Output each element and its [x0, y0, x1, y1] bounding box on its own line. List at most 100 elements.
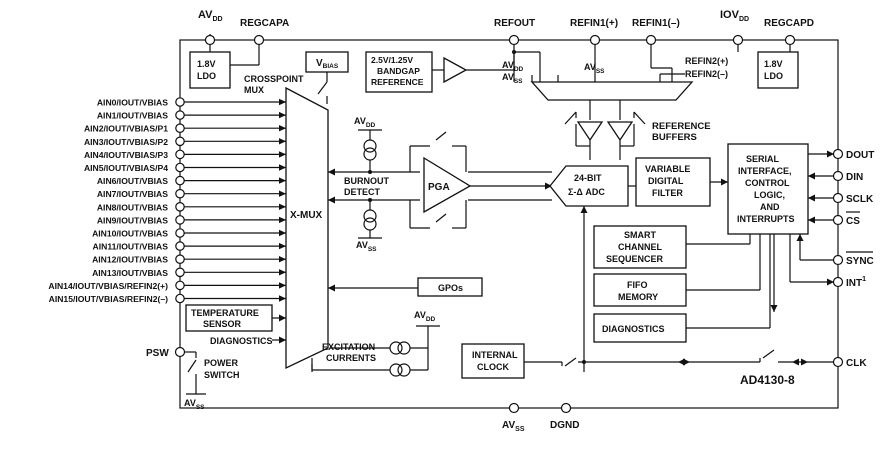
svg-text:DIAGNOSTICS: DIAGNOSTICS [602, 324, 665, 334]
svg-text:TEMPERATURE: TEMPERATURE [191, 308, 259, 318]
svg-text:AVSS: AVSS [184, 398, 205, 411]
ldo-left: 1.8V LDO [189, 51, 260, 89]
svg-text:AVSS: AVSS [584, 62, 605, 75]
ain-label: AIN2/IOUT/VBIAS/P1 [84, 124, 168, 134]
svg-text:BURNOUT: BURNOUT [344, 176, 389, 186]
ain-pin [175, 97, 185, 107]
ain-input-10: AIN10/IOUT/VBIAS [92, 228, 286, 239]
pga: PGA [409, 131, 472, 229]
ain-input-1: AIN1/IOUT/VBIAS [97, 110, 286, 121]
diagnostics-block: DIAGNOSTICS [593, 234, 771, 343]
svg-text:FIFO: FIFO [627, 280, 648, 290]
iovdd-pin: IOVDD [720, 9, 749, 52]
svg-text:CROSSPOINT: CROSSPOINT [244, 74, 304, 84]
svg-text:LOGIC,: LOGIC, [754, 190, 785, 200]
svg-text:AVSS: AVSS [356, 240, 377, 253]
svg-text:AVSS: AVSS [502, 72, 523, 85]
svg-text:MUX: MUX [244, 85, 264, 95]
ain-pin [175, 228, 185, 238]
ain-pin [175, 188, 185, 199]
svg-text:SENSOR: SENSOR [203, 319, 242, 329]
ain-pin [175, 136, 185, 147]
svg-text:DIGITAL: DIGITAL [648, 176, 684, 186]
ain-pin [175, 254, 185, 265]
excitation-currents: EXCITATION CURRENTS AVDD [311, 310, 440, 377]
din-pin: DIN [808, 170, 863, 183]
ain-arrow-icon [279, 98, 286, 106]
avdd-top-pin: AVDD [198, 9, 223, 52]
svg-text:AVDD: AVDD [354, 116, 376, 129]
svg-text:1.8V: 1.8V [197, 59, 216, 69]
ain-arrow-icon [279, 229, 286, 237]
variable-digital-filter: VARIABLE DIGITAL FILTER [635, 157, 728, 207]
reference-buffer-amp [432, 50, 516, 84]
xmux: X-MUX [285, 86, 329, 370]
ain-pin [175, 162, 185, 173]
svg-text:REFIN1(–): REFIN1(–) [632, 18, 680, 29]
ain-label: AIN8/IOUT/VBIAS [97, 202, 168, 212]
svg-text:REGCAPA: REGCAPA [240, 18, 289, 29]
ain-pin [175, 202, 185, 212]
svg-text:INTERNAL: INTERNAL [472, 350, 518, 360]
svg-text:CONTROL: CONTROL [745, 178, 790, 188]
ain-arrow-icon [279, 111, 286, 119]
ain-pin [175, 293, 185, 304]
svg-text:CHANNEL: CHANNEL [618, 242, 663, 252]
svg-text:REFIN2(–): REFIN2(–) [685, 69, 728, 79]
svg-text:SMART: SMART [624, 230, 656, 240]
reference-mux: AVDD AVSS AVSS REFIN2(+) REFIN2(–) [502, 51, 728, 101]
svg-text:DIAGNOSTICS: DIAGNOSTICS [210, 336, 273, 346]
ain-arrow-icon [279, 203, 286, 210]
ain-pin [175, 241, 185, 251]
cs-pin: CS [808, 211, 860, 227]
int-pin: INT1 [789, 234, 866, 289]
ain-input-5: AIN5/IOUT/VBIAS/P4 [84, 162, 286, 173]
ain-input-9: AIN9/IOUT/VBIAS [97, 215, 286, 225]
svg-text:BUFFERS: BUFFERS [652, 132, 697, 143]
ain-pin [175, 215, 185, 225]
svg-text:BANDGAP: BANDGAP [377, 66, 420, 76]
svg-text:CURRENTS: CURRENTS [326, 353, 376, 363]
svg-text:PSW: PSW [146, 348, 169, 359]
ain-label: AIN6/IOUT/VBIAS [97, 176, 168, 186]
svg-text:FILTER: FILTER [652, 188, 683, 198]
svg-text:SERIAL: SERIAL [746, 154, 780, 164]
gpos: GPOs [328, 277, 483, 297]
ain-arrow-icon [279, 242, 286, 250]
svg-text:INT1: INT1 [846, 276, 866, 289]
svg-text:EXCITATION: EXCITATION [322, 342, 375, 352]
svg-text:1.8V: 1.8V [764, 59, 783, 69]
ain-arrow-icon [279, 282, 286, 289]
refout-pin: REFOUT [494, 18, 535, 82]
ain-input-15: AIN15/IOUT/VBIAS/REFIN2(–) [49, 293, 286, 304]
ain-pin [175, 267, 185, 278]
part-number: AD4130-8 [740, 373, 795, 387]
svg-text:REFERENCE: REFERENCE [652, 121, 711, 132]
ain-label: AIN4/IOUT/VBIAS/P3 [84, 150, 168, 160]
ain-input-3: AIN3/IOUT/VBIAS/P2 [84, 136, 286, 147]
serial-interface-control-logic: SERIAL INTERFACE, CONTROL LOGIC, AND INT… [727, 143, 809, 235]
ain-arrow-icon [279, 269, 286, 276]
signal-paths [328, 168, 552, 204]
ain-arrow-icon [279, 164, 286, 171]
ain-label: AIN7/IOUT/VBIAS [97, 189, 168, 199]
svg-text:VARIABLE: VARIABLE [645, 164, 690, 174]
svg-text:CLK: CLK [846, 358, 867, 369]
ain-label: AIN3/IOUT/VBIAS/P2 [84, 137, 168, 147]
svg-text:GPOs: GPOs [438, 283, 463, 293]
sync-pin: SYNC [796, 234, 874, 267]
svg-text:DIN: DIN [846, 172, 863, 183]
ain-arrow-icon [279, 216, 286, 224]
svg-text:AND: AND [760, 202, 780, 212]
ain-input-2: AIN2/IOUT/VBIAS/P1 [84, 123, 286, 134]
ldo-right: 1.8V LDO [757, 51, 799, 89]
ain-pin [175, 175, 185, 186]
smart-channel-sequencer: SMART CHANNEL SEQUENCER [593, 225, 751, 269]
ain-label: AIN14/IOUT/VBIAS/REFIN2(+) [48, 281, 168, 291]
svg-text:REFIN2(+): REFIN2(+) [685, 56, 728, 66]
ain-input-13: AIN13/IOUT/VBIAS [92, 267, 286, 278]
reference-buffers: REFERENCE BUFFERS [564, 100, 711, 160]
ain-pin [175, 149, 185, 160]
svg-text:MEMORY: MEMORY [618, 292, 658, 302]
ain-input-12: AIN12/IOUT/VBIAS [92, 254, 286, 265]
